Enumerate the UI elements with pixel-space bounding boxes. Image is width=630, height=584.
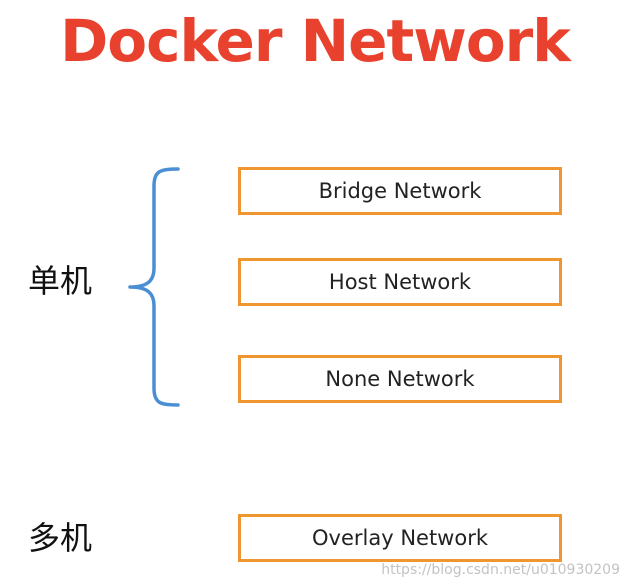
host-network-box: Host Network xyxy=(238,258,562,306)
watermark-text: https://blog.csdn.net/u010930209 xyxy=(381,562,620,578)
bridge-network-box: Bridge Network xyxy=(238,167,562,215)
diagram-title: Docker Network xyxy=(60,7,571,75)
single-host-label: 单机 xyxy=(28,262,93,300)
curly-brace-icon xyxy=(128,167,180,407)
none-network-box: None Network xyxy=(238,355,562,403)
multi-host-label: 多机 xyxy=(28,519,93,557)
overlay-network-box: Overlay Network xyxy=(238,514,562,562)
